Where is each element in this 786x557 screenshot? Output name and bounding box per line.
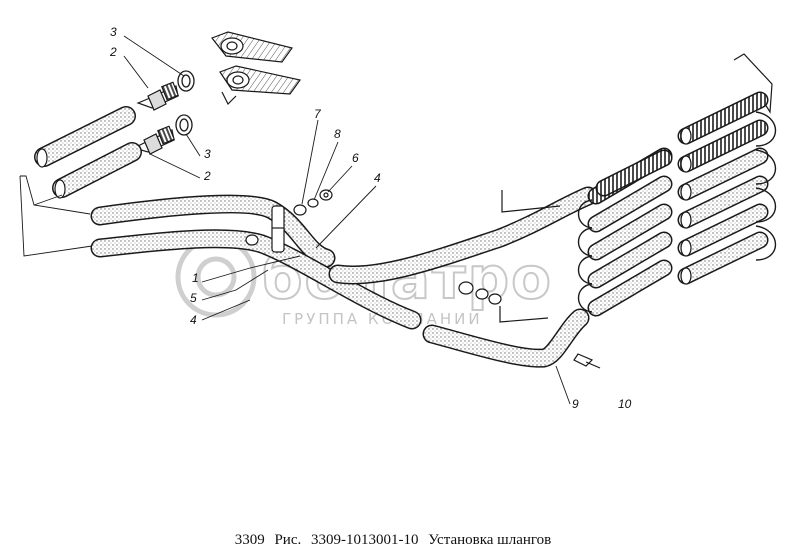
callout-9: 9 xyxy=(572,397,579,411)
callout-2-lower: 2 xyxy=(203,169,211,183)
cooler-tube-end xyxy=(680,239,692,257)
long-hose-lower xyxy=(90,229,422,330)
cooler-u-bend-left xyxy=(577,255,593,285)
cooler-fins xyxy=(577,111,777,313)
short-hose-lower xyxy=(52,142,142,199)
cooler-u-bend xyxy=(755,225,777,261)
cooler-u-bend xyxy=(755,149,777,185)
cooler-back-tube-fill xyxy=(679,121,767,171)
callout-4-lower: 4 xyxy=(190,313,197,327)
sealing-washer-lower xyxy=(175,114,193,136)
figure-caption: 3309 Рис. 3309-1013001-10 Установка шлан… xyxy=(0,532,786,549)
cooler-top-tube-fill xyxy=(597,151,671,195)
cooler-mount-nut xyxy=(458,281,502,305)
callout-2-upper: 2 xyxy=(109,45,117,59)
sealing-washer-upper xyxy=(177,70,195,92)
cooler-tube-end xyxy=(680,127,692,145)
caption-fig-label: Рис. xyxy=(274,532,302,548)
cooler-u-bend-left xyxy=(577,283,593,313)
oil-cooler xyxy=(577,91,777,317)
cooler-tubes xyxy=(587,91,769,317)
cooler-back-tube-fill xyxy=(679,93,767,143)
steel-pipe-lower xyxy=(422,308,590,368)
callout-labels: 3 2 3 2 7 8 6 4 1 5 4 9 10 xyxy=(109,25,632,411)
cooler-u-bend-left xyxy=(577,227,593,257)
callout-1: 1 xyxy=(192,271,199,285)
bracket-bolt xyxy=(293,204,307,216)
cooler-u-bend xyxy=(755,187,777,223)
cooler-tube-end xyxy=(680,183,692,201)
steel-pipe-upper xyxy=(328,186,598,285)
cooler-back-tube-fill xyxy=(679,233,767,283)
cooler-tube-end xyxy=(680,211,692,229)
cooler-tube-end xyxy=(680,267,692,285)
caption-title: Установка шлангов xyxy=(428,532,552,548)
hose-clamp-bracket xyxy=(245,205,285,253)
cooler-front-tube-fill xyxy=(589,205,671,259)
cooler-back-tube-fill xyxy=(679,205,767,255)
caption-fig-number: 3309-1013001-10 xyxy=(310,532,419,548)
cooler-tube-end xyxy=(680,155,692,173)
watermark-subtitle: ГРУППА КОМПАНИИ xyxy=(282,310,483,328)
callout-3-upper: 3 xyxy=(110,25,117,39)
cooler-mount-bracket xyxy=(499,53,773,323)
cooler-back-tube-fill xyxy=(679,177,767,227)
callout-10: 10 xyxy=(618,397,632,411)
callout-leaders xyxy=(19,35,571,405)
watermark-logo-core xyxy=(195,256,237,298)
callout-8: 8 xyxy=(334,127,341,141)
block-cutaway-detail xyxy=(211,31,302,106)
cooler-u-bend xyxy=(755,111,777,147)
fastening-nut xyxy=(319,189,333,201)
cooler-mount-bolt xyxy=(573,353,601,369)
union-fitting-lower xyxy=(132,125,175,155)
union-fitting-upper xyxy=(136,81,179,111)
cooler-back-tube-fill xyxy=(679,149,767,199)
callout-5: 5 xyxy=(190,291,197,305)
cooler-u-bend-left xyxy=(577,199,593,229)
short-hose-upper xyxy=(34,106,136,168)
callout-7: 7 xyxy=(314,107,322,121)
caption-model: 3309 xyxy=(234,532,265,548)
cooler-front-tube-fill xyxy=(589,177,671,231)
callout-6: 6 xyxy=(352,151,359,165)
cooler-front-tube-fill xyxy=(589,261,671,315)
cooler-front-tube-fill xyxy=(589,233,671,287)
callout-3-lower: 3 xyxy=(204,147,211,161)
callout-4-upper: 4 xyxy=(374,171,381,185)
long-hose-upper xyxy=(90,194,336,268)
spring-washer xyxy=(307,198,319,208)
